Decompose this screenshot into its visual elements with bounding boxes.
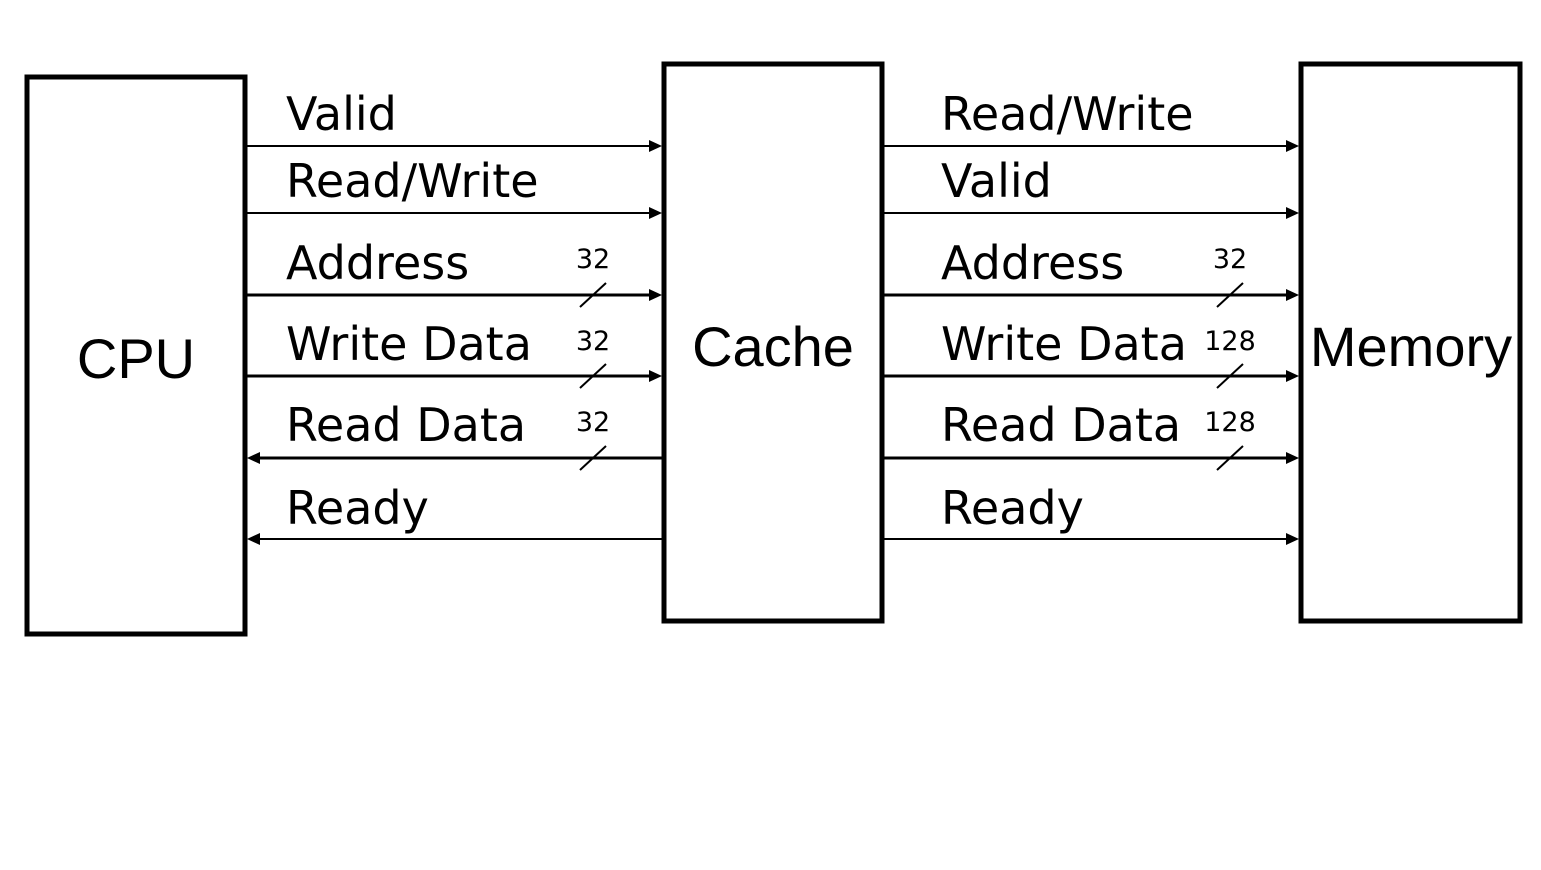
bus-width-label: 128	[1204, 407, 1256, 438]
cpu-block: CPU	[24, 74, 248, 637]
arrowhead-icon	[1286, 452, 1299, 464]
signal-label: Read/Write	[286, 154, 539, 208]
arrowhead-icon	[1286, 370, 1299, 382]
signal-write-data: Write Data 32	[286, 317, 610, 371]
cache-memory-signal-group: Read/Write Valid Address 32 Write Data 1…	[941, 87, 1256, 535]
cpu-box	[24, 74, 248, 637]
signal-read-write: Read/Write	[286, 154, 539, 208]
arrowhead-icon	[649, 140, 662, 152]
arrowhead-icon	[1286, 207, 1299, 219]
signal-write-data: Write Data 128	[941, 317, 1256, 371]
arrowhead-icon	[1286, 289, 1299, 301]
bus-slash-icon	[1216, 363, 1244, 389]
signal-label: Write Data	[286, 317, 532, 371]
bus-slash-icon	[1216, 282, 1244, 308]
signal-read-data: Read Data 128	[941, 398, 1256, 452]
memory-block: Memory	[1298, 61, 1523, 624]
signal-label: Address	[286, 236, 469, 290]
signal-label: Read Data	[941, 398, 1181, 452]
signal-address: Address 32	[941, 236, 1247, 290]
arrowhead-icon	[247, 452, 260, 464]
cache-label: Cache	[692, 315, 854, 378]
signal-read-data: Read Data 32	[286, 398, 610, 452]
arrowhead-icon	[649, 370, 662, 382]
cpu-cache-signal-group: Valid Read/Write Address 32 Write Data 3…	[286, 87, 610, 535]
bus-slash-icon	[1216, 445, 1244, 471]
bus-width-label: 32	[1213, 244, 1247, 275]
bus-slash-icon	[579, 363, 607, 389]
signal-label: Write Data	[941, 317, 1187, 371]
signal-label: Ready	[941, 481, 1084, 535]
bus-width-label: 32	[576, 326, 610, 357]
signal-valid: Valid	[941, 154, 1052, 208]
signal-label: Read/Write	[941, 87, 1194, 141]
signal-label: Valid	[941, 154, 1052, 208]
arrowhead-icon	[649, 289, 662, 301]
cache-box	[661, 61, 885, 624]
signal-address: Address 32	[286, 236, 610, 290]
bus-width-label: 32	[576, 407, 610, 438]
signal-label: Valid	[286, 87, 397, 141]
arrowhead-icon	[1286, 533, 1299, 545]
signal-valid: Valid	[286, 87, 397, 141]
memory-box	[1298, 61, 1523, 624]
cpu-label: CPU	[77, 327, 195, 390]
signal-label: Read Data	[286, 398, 526, 452]
bus-slash-icon	[579, 282, 607, 308]
arrowhead-icon	[1286, 140, 1299, 152]
signal-ready: Ready	[941, 481, 1084, 535]
arrowhead-icon	[247, 533, 260, 545]
arrowhead-icon	[649, 207, 662, 219]
wires-layer	[247, 140, 1299, 545]
bus-width-label: 128	[1204, 326, 1256, 357]
cache-block: Cache	[661, 61, 885, 624]
bus-slash-icon	[579, 445, 607, 471]
bus-width-label: 32	[576, 244, 610, 275]
memory-label: Memory	[1310, 315, 1512, 378]
signal-read-write: Read/Write	[941, 87, 1194, 141]
signal-ready: Ready	[286, 481, 429, 535]
signal-label: Ready	[286, 481, 429, 535]
signal-label: Address	[941, 236, 1124, 290]
